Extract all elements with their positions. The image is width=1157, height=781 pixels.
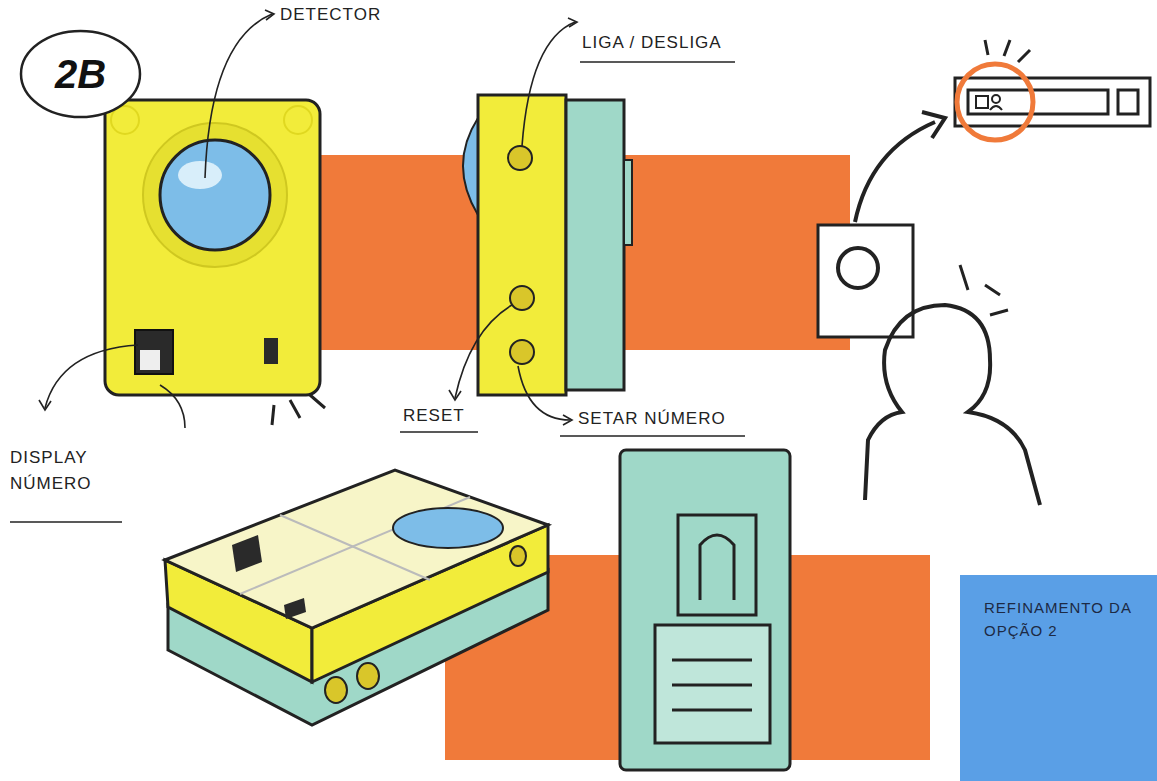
- node-text-wrap: REFINAMENTO DA OPÇÃO 2: [960, 575, 1157, 652]
- underlines: [10, 62, 745, 522]
- part-label: DISPLAY NÚMERO: [10, 445, 122, 496]
- part-label: SETAR NÚMERO: [578, 406, 758, 432]
- node-text-wrap: 2B: [18, 28, 143, 120]
- perspective-view: [165, 470, 548, 725]
- front-view: [105, 100, 325, 425]
- part-label: DETECTOR: [280, 2, 460, 28]
- note-text: REFINAMENTO DA OPÇÃO 2: [984, 597, 1135, 642]
- option-badge: 2B: [18, 28, 143, 120]
- sticky-note: REFINAMENTO DA OPÇÃO 2: [960, 575, 1157, 781]
- part-label: LIGA / DESLIGA: [582, 30, 752, 56]
- part-label: RESET: [403, 403, 493, 429]
- side-view: [463, 95, 632, 395]
- option-code: 2B: [55, 44, 106, 104]
- back-view: [620, 450, 790, 770]
- usage-scene: [818, 40, 1150, 505]
